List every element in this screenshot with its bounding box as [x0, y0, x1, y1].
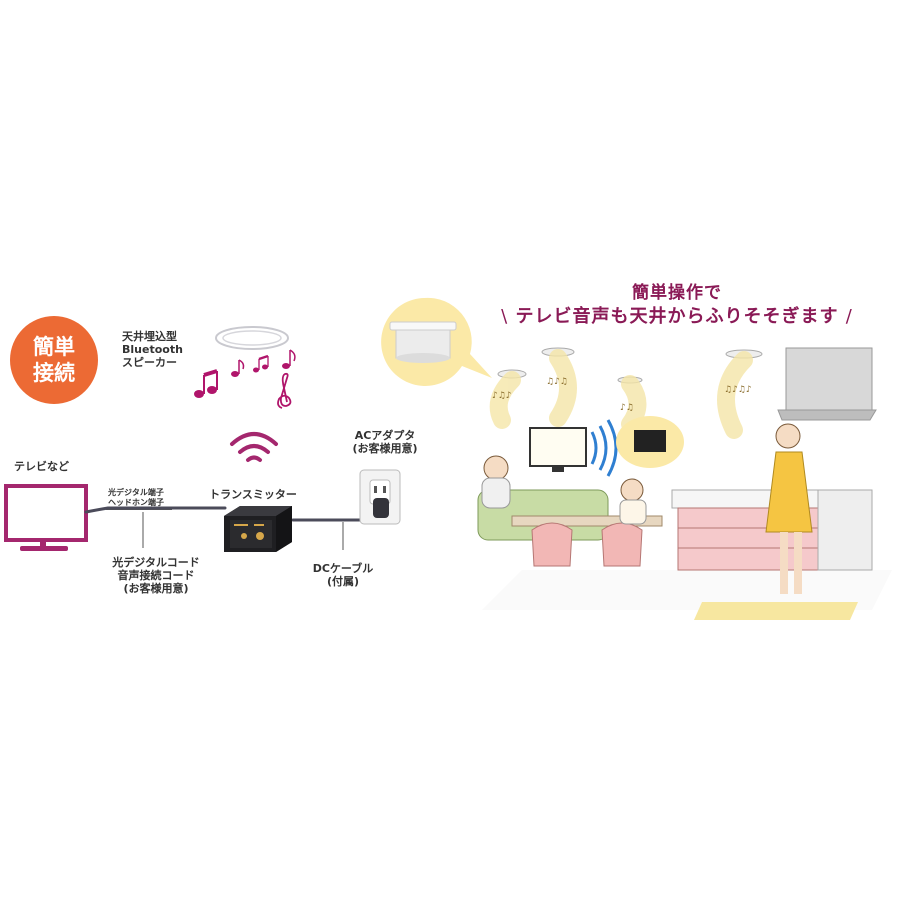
- optical-cord-wire: [84, 506, 227, 514]
- dc-cable-label: DCケーブル (付属): [288, 562, 398, 588]
- music-note-2: [231, 359, 245, 377]
- tv-stand-neck: [40, 538, 46, 547]
- ceiling-speaker-label: 天井埋込型 Bluetooth スピーカー: [122, 330, 212, 369]
- speaker-label-line-3: スピーカー: [122, 356, 177, 369]
- headline-line-2: テレビ音声も天井からふりそそぎます: [515, 306, 839, 327]
- terminals-label: 光デジタル端子 ヘッドホン端子: [108, 488, 188, 508]
- speaker-label-line-2: Bluetooth: [122, 343, 183, 356]
- headphone-terminal-label: ヘッドホン端子: [108, 498, 164, 507]
- ac-adapter-icon: [359, 469, 401, 525]
- treble-clef: [277, 372, 292, 409]
- dc-cable-label-line-1: DCケーブル: [312, 562, 374, 575]
- music-notes-icon: [194, 349, 296, 409]
- music-note-3: [253, 354, 269, 373]
- optical-cord-label: 光デジタルコード: [112, 556, 200, 569]
- speaker-label-line-1: 天井埋込型: [122, 330, 177, 343]
- svg-text:♫♪♫♪: ♫♪♫♪: [724, 385, 752, 395]
- wireless-signal-icon: [230, 432, 278, 462]
- cord-note-label: (お客様用意): [123, 582, 189, 595]
- svg-text:♪♫: ♪♫: [620, 403, 634, 413]
- tv-label: テレビなど: [14, 460, 69, 473]
- headline-slash-left: \: [501, 306, 509, 327]
- badge-line-2: 接続: [33, 361, 75, 385]
- ac-adapter-label: ACアダプタ (お客様用意): [330, 429, 440, 455]
- optical-terminal-label: 光デジタル端子: [108, 488, 164, 497]
- ac-adapter-label-line-1: ACアダプタ: [354, 429, 416, 442]
- headline-line-1: 簡単操作で: [632, 283, 722, 303]
- ceiling-speaker-ring-icon: [215, 326, 289, 350]
- music-note-4: [282, 349, 296, 369]
- audio-cord-label: 音声接続コード: [117, 569, 195, 582]
- living-room-illustration: ♪♫♪ ♫♪♫ ♪♫ ♫♪♫♪: [477, 347, 892, 620]
- tv-stand-base: [20, 546, 68, 551]
- headline-slash-right: /: [845, 306, 853, 327]
- music-note-1: [194, 369, 218, 398]
- transmitter-label: トランスミッター: [209, 488, 297, 501]
- transmitter-device-icon: [224, 506, 292, 552]
- svg-text:♪♫♪: ♪♫♪: [492, 391, 512, 401]
- svg-text:♫♪♫: ♫♪♫: [546, 377, 568, 387]
- cord-label: 光デジタルコード 音声接続コード (お客様用意): [100, 556, 212, 595]
- headline: 簡単操作で \ テレビ音声も天井からふりそそぎます /: [482, 282, 872, 330]
- badge-line-1: 簡単: [33, 335, 75, 359]
- ac-adapter-label-line-2: (お客様用意): [352, 442, 418, 455]
- ceiling-speaker-callout: [381, 297, 492, 386]
- dc-cable-label-line-2: (付属): [326, 575, 360, 588]
- easy-connection-badge: 簡単 接続: [10, 316, 98, 404]
